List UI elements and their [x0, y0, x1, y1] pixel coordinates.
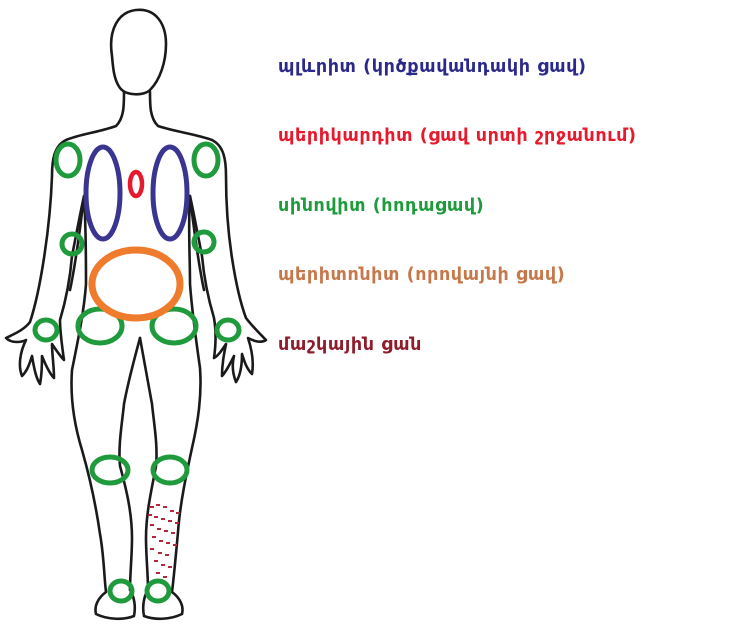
right-lung-ring [153, 147, 187, 239]
rash-dot [161, 564, 165, 566]
rash-dot [165, 554, 169, 556]
right-side-outline [140, 92, 266, 619]
legend-item-pleurisy: պլևրիտ (կրծքավանդակի ցավ) [278, 57, 587, 77]
legend-item-pericarditis: պերիկարդիտ (ցավ սրտի շրջանում) [278, 126, 637, 146]
rash-dot [170, 510, 174, 512]
left-knee-ring [92, 457, 128, 483]
left-ankle-ring [110, 581, 132, 601]
rash-dot [156, 504, 160, 506]
left-shoulder-ring [56, 144, 80, 176]
abdomen-ring [92, 250, 180, 318]
head-outline [111, 10, 166, 94]
rash-dot [164, 530, 168, 532]
rash-dot [166, 542, 170, 544]
legend-item-peritonitis: պերիտոնիտ (որովայնի ցավ) [278, 265, 565, 285]
rash-dot [150, 524, 154, 526]
right-wrist-ring [217, 320, 239, 340]
legend-item-synovitis: սինովիտ (հոդացավ) [278, 196, 484, 216]
rash-dot [171, 532, 175, 534]
pleura-rings [86, 147, 187, 239]
joint-rings [35, 144, 239, 601]
right-knee-ring [153, 457, 187, 483]
rash-dot [163, 576, 167, 578]
rash-dot [157, 528, 161, 530]
rash-dot [154, 516, 158, 518]
rash-dot [168, 520, 172, 522]
rash-dot [168, 566, 172, 568]
legend-item-skin-rash: մաշկային ցան [278, 335, 422, 355]
rash-dot [173, 544, 177, 546]
left-wrist-ring [35, 320, 57, 340]
right-shoulder-ring [194, 144, 218, 176]
rash-dot [158, 552, 162, 554]
rash-dot [175, 522, 179, 524]
rash-dot [156, 572, 160, 574]
rash-dot [150, 548, 154, 550]
rash-dot [163, 506, 167, 508]
rash-dot [150, 506, 154, 508]
rash-dot [148, 514, 152, 516]
rash-dot [159, 540, 163, 542]
legend: պլևրիտ (կրծքավանդակի ցավ) պերիկարդիտ (ցա… [278, 57, 637, 355]
rash-dot [176, 512, 180, 514]
left-lung-ring [86, 147, 120, 239]
rash-dot [152, 536, 156, 538]
human-body-outline [6, 10, 266, 619]
rash-dot [161, 518, 165, 520]
rash-dot [154, 560, 158, 562]
right-ankle-ring [147, 581, 169, 601]
heart-ring [130, 172, 142, 196]
